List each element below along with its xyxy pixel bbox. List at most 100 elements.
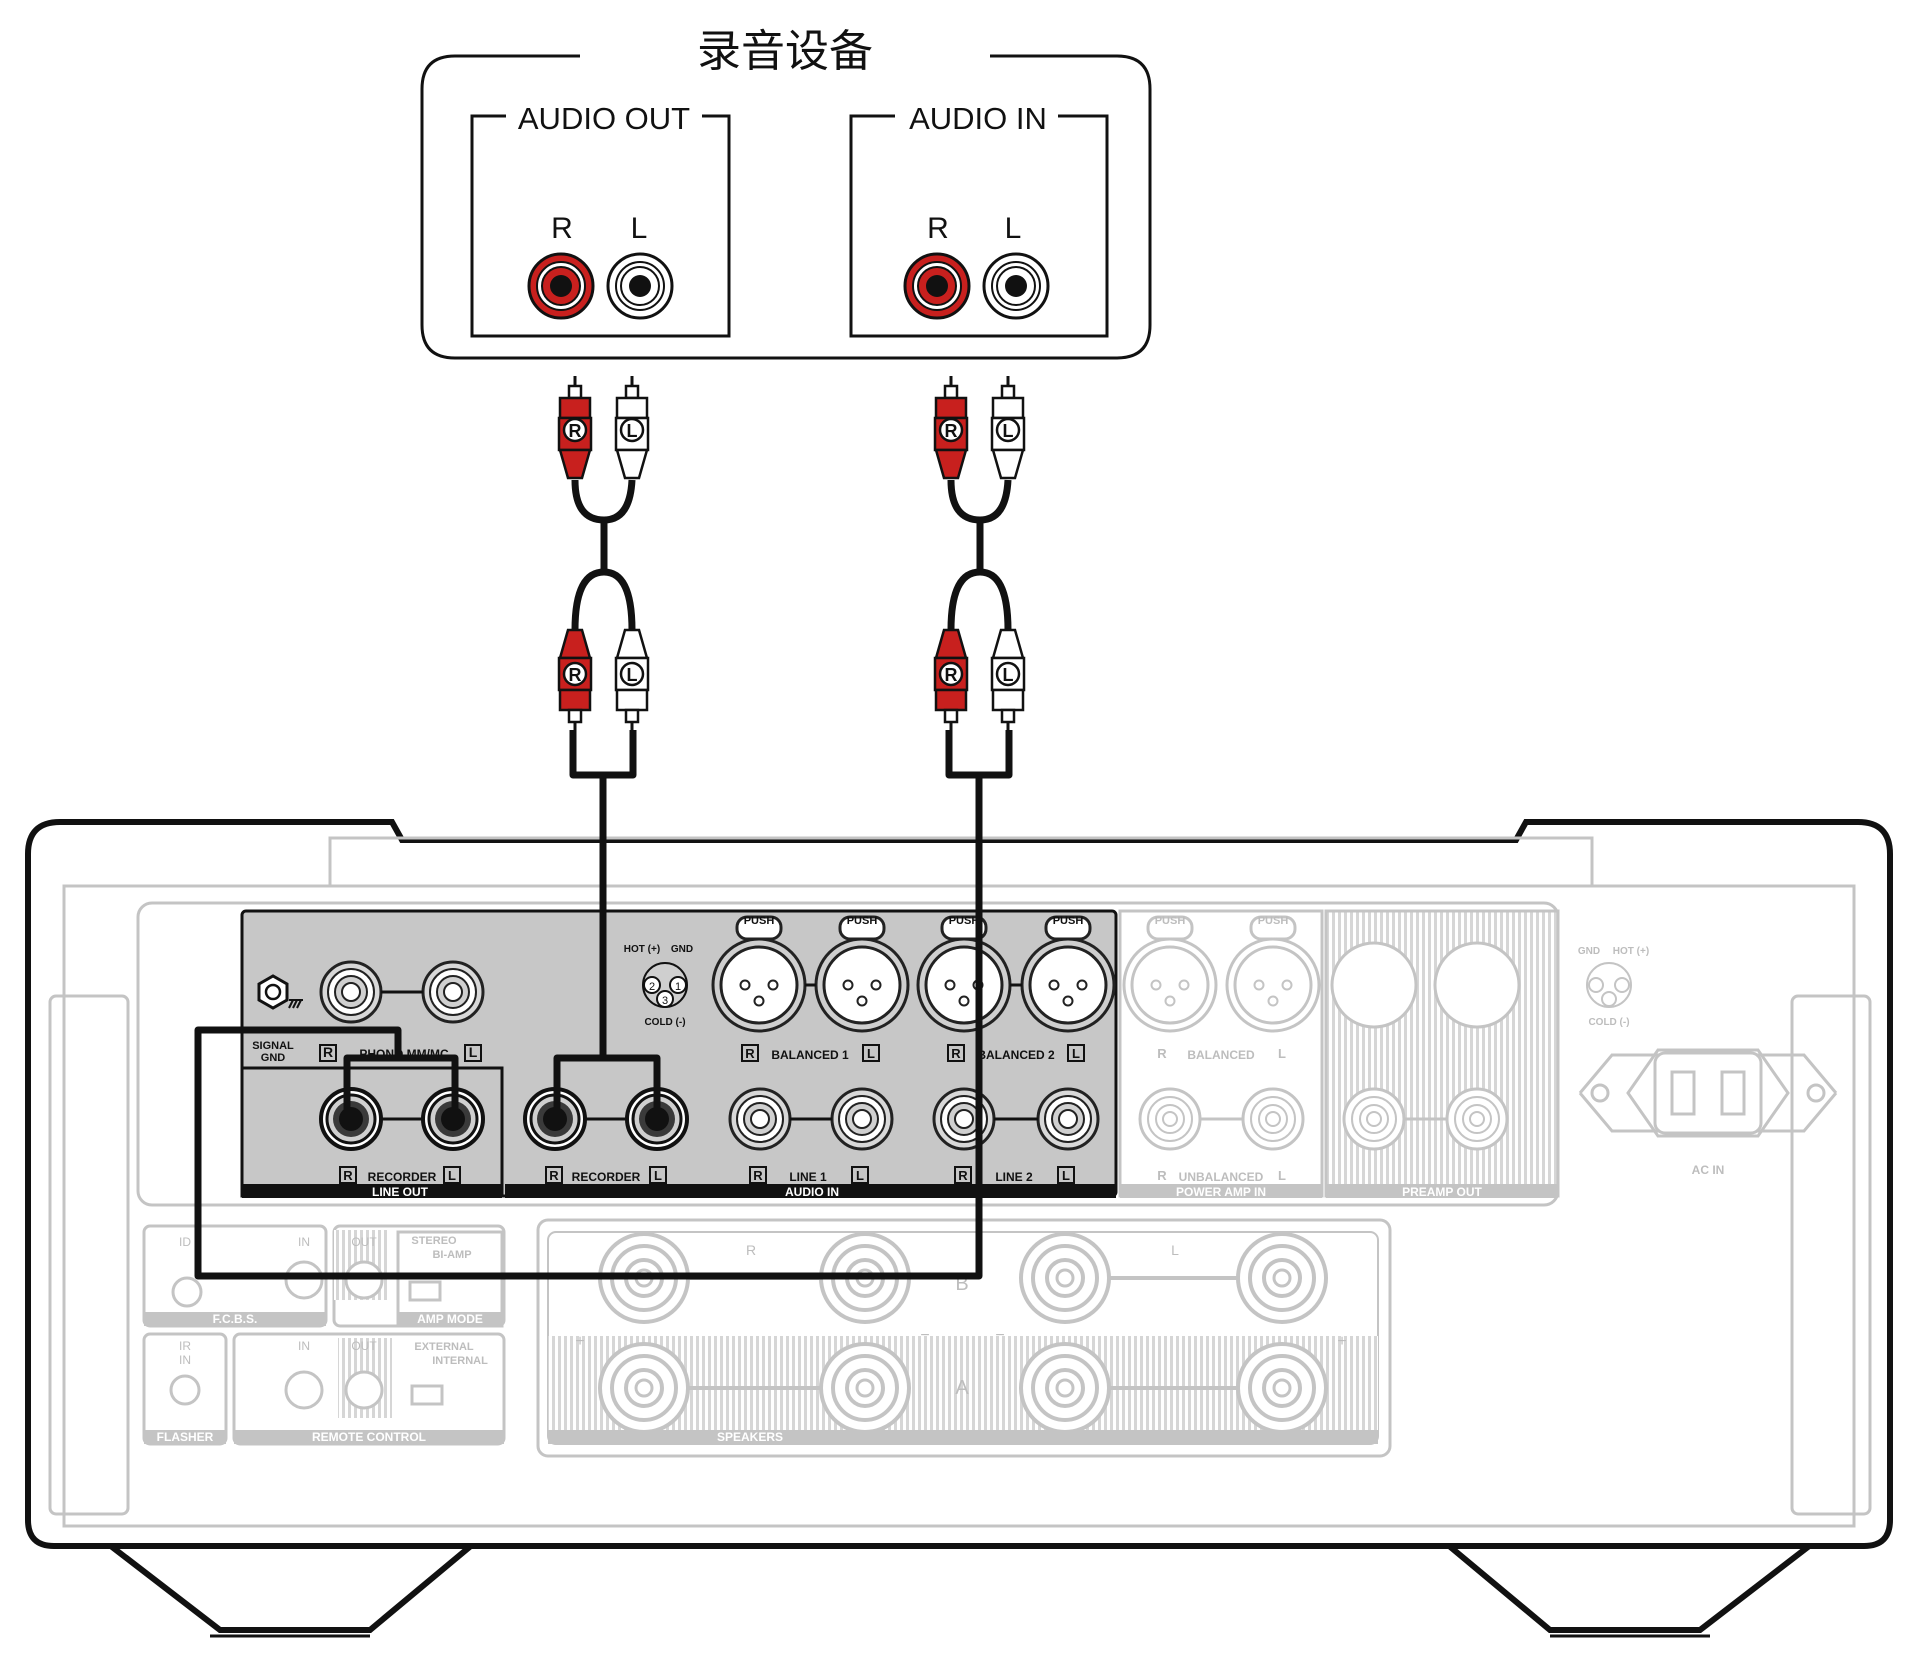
svg-text:R: R <box>569 665 582 685</box>
line-out-recorder-r-jack[interactable] <box>319 1087 383 1151</box>
audio-in-label: AUDIO IN <box>909 101 1047 136</box>
ac-inlet[interactable] <box>1578 1048 1838 1138</box>
phono-r-badge: R <box>323 1044 333 1060</box>
audio-in-group: AUDIO IN R L <box>849 101 1109 338</box>
group-preamp-out-label: PREAMP OUT <box>1402 1185 1482 1199</box>
line1-r-jack[interactable] <box>728 1087 792 1151</box>
audio-in-rec-l-badge: L <box>654 1168 662 1183</box>
line2-label: LINE 2 <box>995 1170 1033 1184</box>
xlr-cold-label: COLD (-) <box>644 1017 685 1028</box>
balanced1-label: BALANCED 1 <box>771 1048 849 1062</box>
audio-in-rec-r-badge: R <box>549 1168 559 1183</box>
plug-badges: R L R L R L R L <box>562 417 1021 687</box>
svg-text:R: R <box>945 665 958 685</box>
group-line-out-label: LINE OUT <box>372 1185 429 1199</box>
recorder-device: 录音设备 AUDIO OUT R L AUDIO IN R <box>420 26 1152 360</box>
audio-out-label: AUDIO OUT <box>518 101 690 136</box>
svg-text:R: R <box>746 1242 756 1258</box>
xlr-pin-diagram: 2 1 3 <box>642 962 688 1008</box>
recorder-frame <box>420 54 1152 360</box>
svg-text:STEREO: STEREO <box>411 1235 457 1247</box>
svg-text:EXTERNAL: EXTERNAL <box>414 1341 474 1353</box>
audio-in-recorder-label: RECORDER <box>572 1170 641 1184</box>
svg-text:L: L <box>1278 1046 1286 1061</box>
phono-r-jack[interactable] <box>319 960 383 1024</box>
signal-gnd-label-2: GND <box>261 1052 286 1064</box>
svg-text:GND: GND <box>1578 946 1600 957</box>
audio-in-r-jack[interactable] <box>903 252 971 320</box>
svg-text:OUT: OUT <box>351 1339 377 1353</box>
xlr-gnd-label: GND <box>671 944 693 955</box>
line2-r-jack[interactable] <box>932 1087 996 1151</box>
svg-text:IN: IN <box>298 1339 310 1353</box>
svg-text:FLASHER: FLASHER <box>157 1430 214 1444</box>
svg-text:R: R <box>951 1046 961 1061</box>
audio-out-l-jack[interactable] <box>606 252 674 320</box>
audio-in-r-label: R <box>927 212 949 245</box>
svg-text:R: R <box>1157 1168 1167 1183</box>
svg-text:IN: IN <box>298 1235 310 1249</box>
line2-l-jack[interactable] <box>1036 1087 1100 1151</box>
svg-text:+: + <box>1337 1333 1346 1350</box>
svg-text:L: L <box>627 665 638 685</box>
line-out-r-badge: R <box>343 1168 353 1183</box>
xlr-hot-label: HOT (+) <box>624 944 660 955</box>
cable-audio-out-to-recorder-in <box>553 479 661 1119</box>
power-unbalanced-label: UNBALANCED <box>1179 1170 1264 1184</box>
audio-out-r-jack[interactable] <box>527 252 595 320</box>
flasher-section: FLASHER IR IN <box>142 1332 228 1446</box>
phono-l-jack[interactable] <box>421 960 485 1024</box>
remote-control-section: REMOTE CONTROL IN OUT EXTERNAL INTERNAL <box>232 1332 506 1446</box>
xlr-pin-diagram-right: GND HOT (+) COLD (-) <box>1578 946 1649 1028</box>
svg-text:BI-AMP: BI-AMP <box>432 1249 471 1261</box>
amplifier-rear-panel: LINE OUT AUDIO IN SIGNAL GND R PHONO MM/… <box>25 819 1893 1638</box>
svg-text:COLD (-): COLD (-) <box>1588 1017 1629 1028</box>
signal-gnd-label-1: SIGNAL <box>252 1040 294 1052</box>
group-power-amp-in-label: POWER AMP IN <box>1176 1185 1266 1199</box>
push-label-3: PUSH <box>949 915 980 927</box>
svg-text:L: L <box>627 421 638 441</box>
ac-in-label: AC IN <box>1692 1163 1725 1177</box>
balanced2-label: BALANCED 2 <box>977 1048 1055 1062</box>
speakers-label: SPEAKERS <box>717 1430 783 1444</box>
svg-text:L: L <box>1062 1168 1070 1183</box>
recorder-title: 录音设备 <box>697 26 873 77</box>
svg-text:L: L <box>1003 421 1014 441</box>
group-audio-in-label: AUDIO IN <box>785 1185 839 1199</box>
svg-text:REMOTE CONTROL: REMOTE CONTROL <box>312 1430 426 1444</box>
audio-in-l-jack[interactable] <box>982 252 1050 320</box>
audio-out-r-label: R <box>551 212 573 245</box>
svg-text:R: R <box>958 1168 968 1183</box>
svg-text:L: L <box>1072 1046 1080 1061</box>
svg-text:PUSH: PUSH <box>1258 915 1289 927</box>
push-label-4: PUSH <box>1053 915 1084 927</box>
push-label-2: PUSH <box>847 915 878 927</box>
svg-text:ID: ID <box>179 1235 191 1249</box>
svg-text:L: L <box>856 1168 864 1183</box>
line-out-l-badge: L <box>448 1168 456 1183</box>
svg-text:PUSH: PUSH <box>1155 915 1186 927</box>
svg-text:+: + <box>575 1333 584 1350</box>
svg-text:2: 2 <box>649 981 655 993</box>
phono-l-badge: L <box>469 1044 478 1060</box>
svg-text:L: L <box>867 1046 875 1061</box>
cable-line-out-to-audio-in <box>194 479 1013 1280</box>
svg-text:F.C.B.S.: F.C.B.S. <box>213 1312 258 1326</box>
svg-text:R: R <box>1157 1046 1167 1061</box>
speakers-section: SPEAKERS R L B A + + − − <box>536 1218 1392 1458</box>
svg-text:R: R <box>753 1168 763 1183</box>
audio-out-l-label: L <box>631 212 648 245</box>
svg-text:IN: IN <box>179 1353 191 1367</box>
line1-l-jack[interactable] <box>830 1087 894 1151</box>
svg-text:L: L <box>1278 1168 1286 1183</box>
signal-gnd-terminal[interactable] <box>257 974 303 1010</box>
svg-text:HOT (+): HOT (+) <box>1613 946 1649 957</box>
line1-label: LINE 1 <box>789 1170 827 1184</box>
line-out-recorder-label: RECORDER <box>368 1170 437 1184</box>
svg-text:AMP MODE: AMP MODE <box>417 1312 483 1326</box>
svg-text:INTERNAL: INTERNAL <box>432 1355 488 1367</box>
audio-in-l-label: L <box>1005 212 1022 245</box>
push-label-1: PUSH <box>744 915 775 927</box>
power-amp-in-section: POWER AMP IN PUSH PUSH BALANCED R L UNBA… <box>1118 909 1324 1199</box>
